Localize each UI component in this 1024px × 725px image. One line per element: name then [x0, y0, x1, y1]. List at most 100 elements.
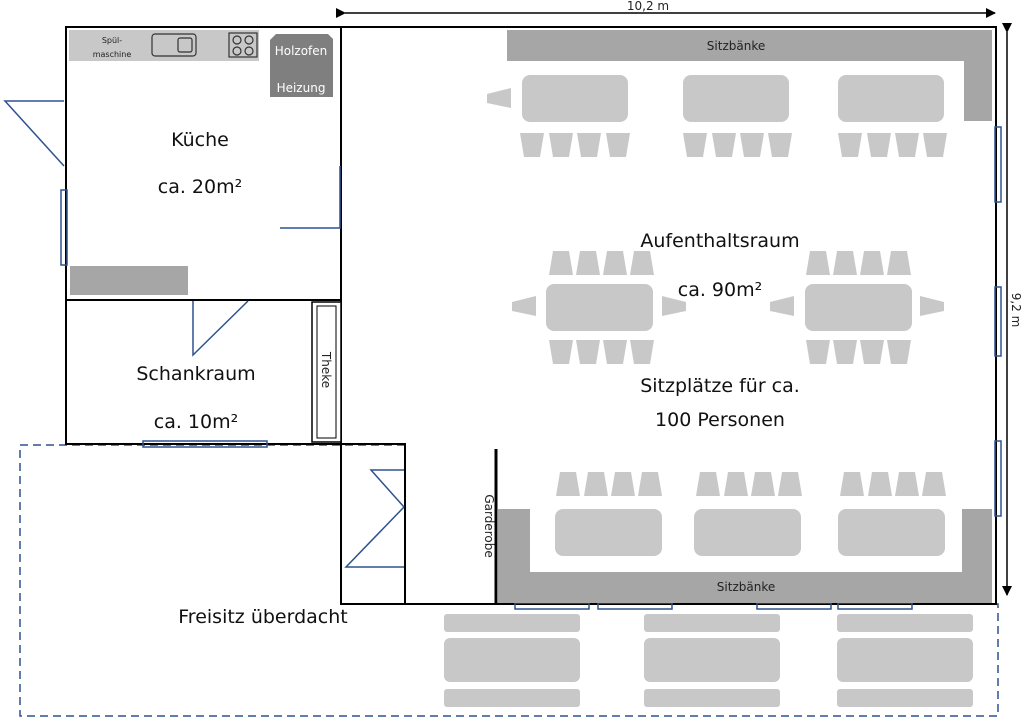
table	[444, 638, 580, 682]
kitchen-window	[60, 189, 68, 266]
chair	[778, 472, 802, 496]
table	[683, 75, 789, 122]
dishwasher-label-2: maschine	[93, 50, 132, 59]
chair	[887, 340, 911, 364]
lounge-seats-line-1: Sitzplätze für ca.	[640, 375, 800, 397]
chair	[576, 251, 600, 275]
chair	[833, 251, 857, 275]
chair	[662, 296, 686, 316]
kitchen: Spül- maschine Holzofen Heizung Küche ca…	[69, 30, 333, 295]
table-group-bottom-2	[694, 472, 802, 556]
table-group-top-1	[487, 75, 630, 157]
bench	[644, 614, 780, 632]
chair	[487, 88, 511, 108]
chair	[577, 133, 601, 157]
lounge: Sitzbänke Sitzbänke Garderobe	[482, 30, 992, 603]
lounge-name: Aufenthaltsraum	[640, 230, 799, 252]
chair	[768, 133, 792, 157]
tap-room-area: ca. 10m²	[154, 411, 238, 433]
chair	[895, 133, 919, 157]
doors-windows	[3, 100, 1002, 610]
tap-room: Theke Schankraum ca. 10m²	[136, 301, 342, 443]
table-group-middle-1	[512, 251, 686, 364]
height-dimension-label: 9,2 m	[1009, 293, 1023, 328]
chair	[549, 340, 573, 364]
chair	[867, 133, 891, 157]
chair	[724, 472, 748, 496]
table-group-top-3	[838, 75, 947, 157]
chair	[603, 251, 627, 275]
table	[837, 638, 973, 682]
chair	[838, 133, 862, 157]
table	[694, 509, 801, 556]
table-group-bottom-3	[838, 472, 946, 556]
chair	[606, 133, 630, 157]
table	[838, 509, 945, 556]
chair	[584, 472, 608, 496]
table-group-bottom-1	[555, 472, 662, 556]
chair	[576, 340, 600, 364]
terrace-name: Freisitz überdacht	[178, 606, 347, 628]
chair	[520, 133, 544, 157]
lounge-area: ca. 90m²	[678, 279, 762, 301]
bar-counter-label: Theke	[319, 351, 333, 388]
chair	[860, 251, 884, 275]
chair	[923, 133, 947, 157]
lounge-seats-line-2: 100 Personen	[655, 409, 785, 431]
chair	[895, 472, 919, 496]
table	[522, 75, 628, 122]
width-dimension: 10,2 m	[336, 0, 996, 18]
kitchen-inner-door	[280, 166, 341, 229]
lounge-entry-wall	[341, 443, 406, 604]
terrace-door-lower	[344, 506, 405, 568]
chair	[611, 472, 635, 496]
table	[805, 284, 912, 331]
chair	[712, 133, 736, 157]
terrace-outline	[19, 444, 999, 717]
table	[546, 284, 653, 331]
tap-room-name: Schankraum	[136, 363, 255, 385]
kitchen-sideboard	[70, 266, 188, 295]
wood-stove-label-2: Heizung	[277, 81, 326, 95]
bench-top	[507, 30, 992, 121]
chair	[806, 251, 830, 275]
table-group-middle-2	[770, 251, 944, 364]
chair	[751, 472, 775, 496]
bench	[837, 614, 973, 632]
bench	[837, 689, 973, 707]
lounge-window-3	[994, 440, 1002, 517]
taproom-door	[192, 300, 249, 357]
chair	[920, 296, 944, 316]
chair	[603, 340, 627, 364]
kitchen-outer-door	[3, 100, 65, 167]
bench	[444, 614, 580, 632]
chair	[512, 296, 536, 316]
chair	[696, 472, 720, 496]
bench-bottom	[498, 509, 992, 603]
wood-stove: Holzofen Heizung	[270, 34, 333, 97]
bench	[644, 689, 780, 707]
chair	[630, 251, 654, 275]
taproom-window	[142, 440, 268, 448]
chair	[549, 251, 573, 275]
table	[838, 75, 944, 122]
chair	[833, 340, 857, 364]
chair	[922, 472, 946, 496]
height-dimension: 9,2 m	[1002, 23, 1023, 596]
kitchen-name: Küche	[171, 129, 229, 151]
terrace-furniture	[444, 614, 973, 707]
chair	[556, 472, 580, 496]
table-group-top-2	[683, 75, 792, 157]
bench	[444, 689, 580, 707]
kitchen-area: ca. 20m²	[158, 176, 242, 198]
chair	[549, 133, 573, 157]
lounge-window-1	[994, 126, 1002, 203]
width-dimension-label: 10,2 m	[627, 0, 669, 13]
terrace-door-upper	[369, 469, 405, 508]
chair	[770, 296, 794, 316]
table	[555, 509, 662, 556]
stove-icon	[228, 32, 258, 58]
chair	[840, 472, 864, 496]
chair	[683, 133, 707, 157]
